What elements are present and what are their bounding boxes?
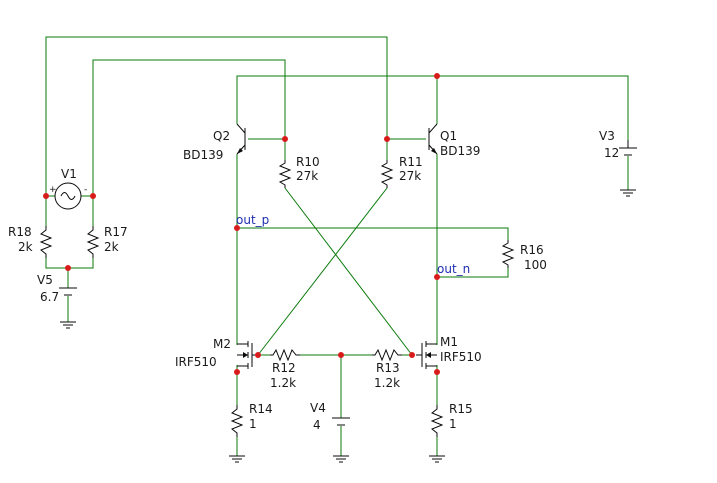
wire-v1-plus-to-q1-base bbox=[45, 36, 388, 196]
junction-dots bbox=[43, 73, 440, 375]
r13-name-label: R13 bbox=[376, 361, 400, 375]
r12-name-label: R12 bbox=[272, 361, 296, 375]
ground-icon bbox=[429, 455, 445, 463]
m2-value-label: IRF510 bbox=[175, 355, 217, 369]
junction-dot bbox=[255, 352, 261, 358]
r18-resistor-symbol bbox=[39, 226, 53, 258]
wire-v1-minus-to-q2-base bbox=[92, 59, 286, 196]
r12-resistor-symbol bbox=[270, 348, 300, 362]
ground-icon bbox=[229, 455, 245, 463]
v1-minus-sign: - bbox=[84, 185, 87, 195]
junction-dot bbox=[338, 352, 344, 358]
v1-name-label: V1 bbox=[61, 167, 77, 181]
net-label-out-n: out_n bbox=[437, 262, 470, 276]
wire-r11-to-m2-gate bbox=[257, 187, 388, 356]
r17-name-label: R17 bbox=[104, 225, 128, 239]
m2-mosfet-symbol bbox=[237, 341, 258, 369]
net-label-out-p: out_p bbox=[236, 213, 269, 227]
r10-value-label: 27k bbox=[296, 169, 318, 183]
r14-name-label: R14 bbox=[249, 402, 273, 416]
r14-resistor-symbol bbox=[230, 405, 244, 437]
r11-name-label: R11 bbox=[399, 155, 423, 169]
junction-dot bbox=[234, 369, 240, 375]
m1-name-label: M1 bbox=[440, 335, 458, 349]
q2-transistor-symbol bbox=[236, 123, 246, 155]
ground-symbols bbox=[60, 189, 636, 463]
r12-value-label: 1.2k bbox=[270, 376, 296, 390]
wire-vcc-rail bbox=[236, 75, 629, 140]
r16-value-label: 100 bbox=[524, 258, 547, 272]
r11-resistor-symbol bbox=[380, 160, 394, 188]
m2-name-label: M2 bbox=[213, 337, 231, 351]
wire-r10-to-m1-gate bbox=[284, 187, 413, 356]
ground-icon bbox=[620, 189, 636, 197]
m1-mosfet-symbol bbox=[416, 341, 437, 369]
v5-battery-symbol bbox=[59, 287, 77, 296]
q1-value-label: BD139 bbox=[440, 144, 480, 158]
r17-resistor-symbol bbox=[86, 226, 100, 258]
v4-battery-symbol bbox=[332, 417, 350, 426]
m1-value-label: IRF510 bbox=[440, 350, 482, 364]
r16-resistor-symbol bbox=[501, 240, 515, 268]
q1-transistor-symbol bbox=[428, 123, 438, 155]
junction-dot bbox=[234, 225, 240, 231]
r14-value-label: 1 bbox=[249, 417, 257, 431]
wire-outn-r16 bbox=[437, 268, 509, 278]
wires bbox=[45, 36, 629, 456]
junction-dot bbox=[90, 193, 96, 199]
junction-dot bbox=[282, 136, 288, 142]
junction-dot bbox=[434, 274, 440, 280]
v5-name-label: V5 bbox=[37, 273, 53, 287]
r15-name-label: R15 bbox=[449, 402, 473, 416]
junction-dot bbox=[65, 265, 71, 271]
v4-value-label: 4 bbox=[313, 418, 321, 432]
v3-battery-symbol bbox=[619, 140, 637, 156]
r11-value-label: 27k bbox=[399, 169, 421, 183]
r18-name-label: R18 bbox=[8, 225, 32, 239]
v4-name-label: V4 bbox=[310, 401, 326, 415]
junction-dot bbox=[434, 73, 440, 79]
r17-value-label: 2k bbox=[104, 240, 119, 254]
q1-name-label: Q1 bbox=[440, 129, 457, 143]
junction-dot bbox=[409, 352, 415, 358]
q2-value-label: BD139 bbox=[183, 148, 223, 162]
component-labels: Q2 BD139 Q1 BD139 V3 12 R10 27k R11 27k … bbox=[8, 129, 619, 432]
junction-dot bbox=[43, 193, 49, 199]
r18-value-label: 2k bbox=[18, 240, 33, 254]
ground-icon bbox=[333, 455, 349, 463]
r13-resistor-symbol bbox=[372, 348, 402, 362]
r15-value-label: 1 bbox=[449, 417, 457, 431]
r16-name-label: R16 bbox=[520, 243, 544, 257]
v3-value-label: 12 bbox=[604, 146, 619, 160]
ground-icon bbox=[60, 321, 76, 329]
junction-dot bbox=[384, 136, 390, 142]
v1-plus-sign: + bbox=[49, 185, 57, 195]
wire-outp-r16 bbox=[237, 227, 509, 240]
r15-resistor-symbol bbox=[430, 405, 444, 437]
r10-resistor-symbol bbox=[278, 160, 292, 188]
v3-name-label: V3 bbox=[599, 129, 615, 143]
v1-ac-source-symbol: + - bbox=[49, 182, 87, 210]
q2-name-label: Q2 bbox=[213, 129, 230, 143]
v5-value-label: 6.7 bbox=[40, 290, 59, 304]
r10-name-label: R10 bbox=[296, 155, 320, 169]
net-labels: out_p out_n bbox=[236, 213, 470, 276]
junction-dot bbox=[434, 369, 440, 375]
r13-value-label: 1.2k bbox=[374, 376, 400, 390]
